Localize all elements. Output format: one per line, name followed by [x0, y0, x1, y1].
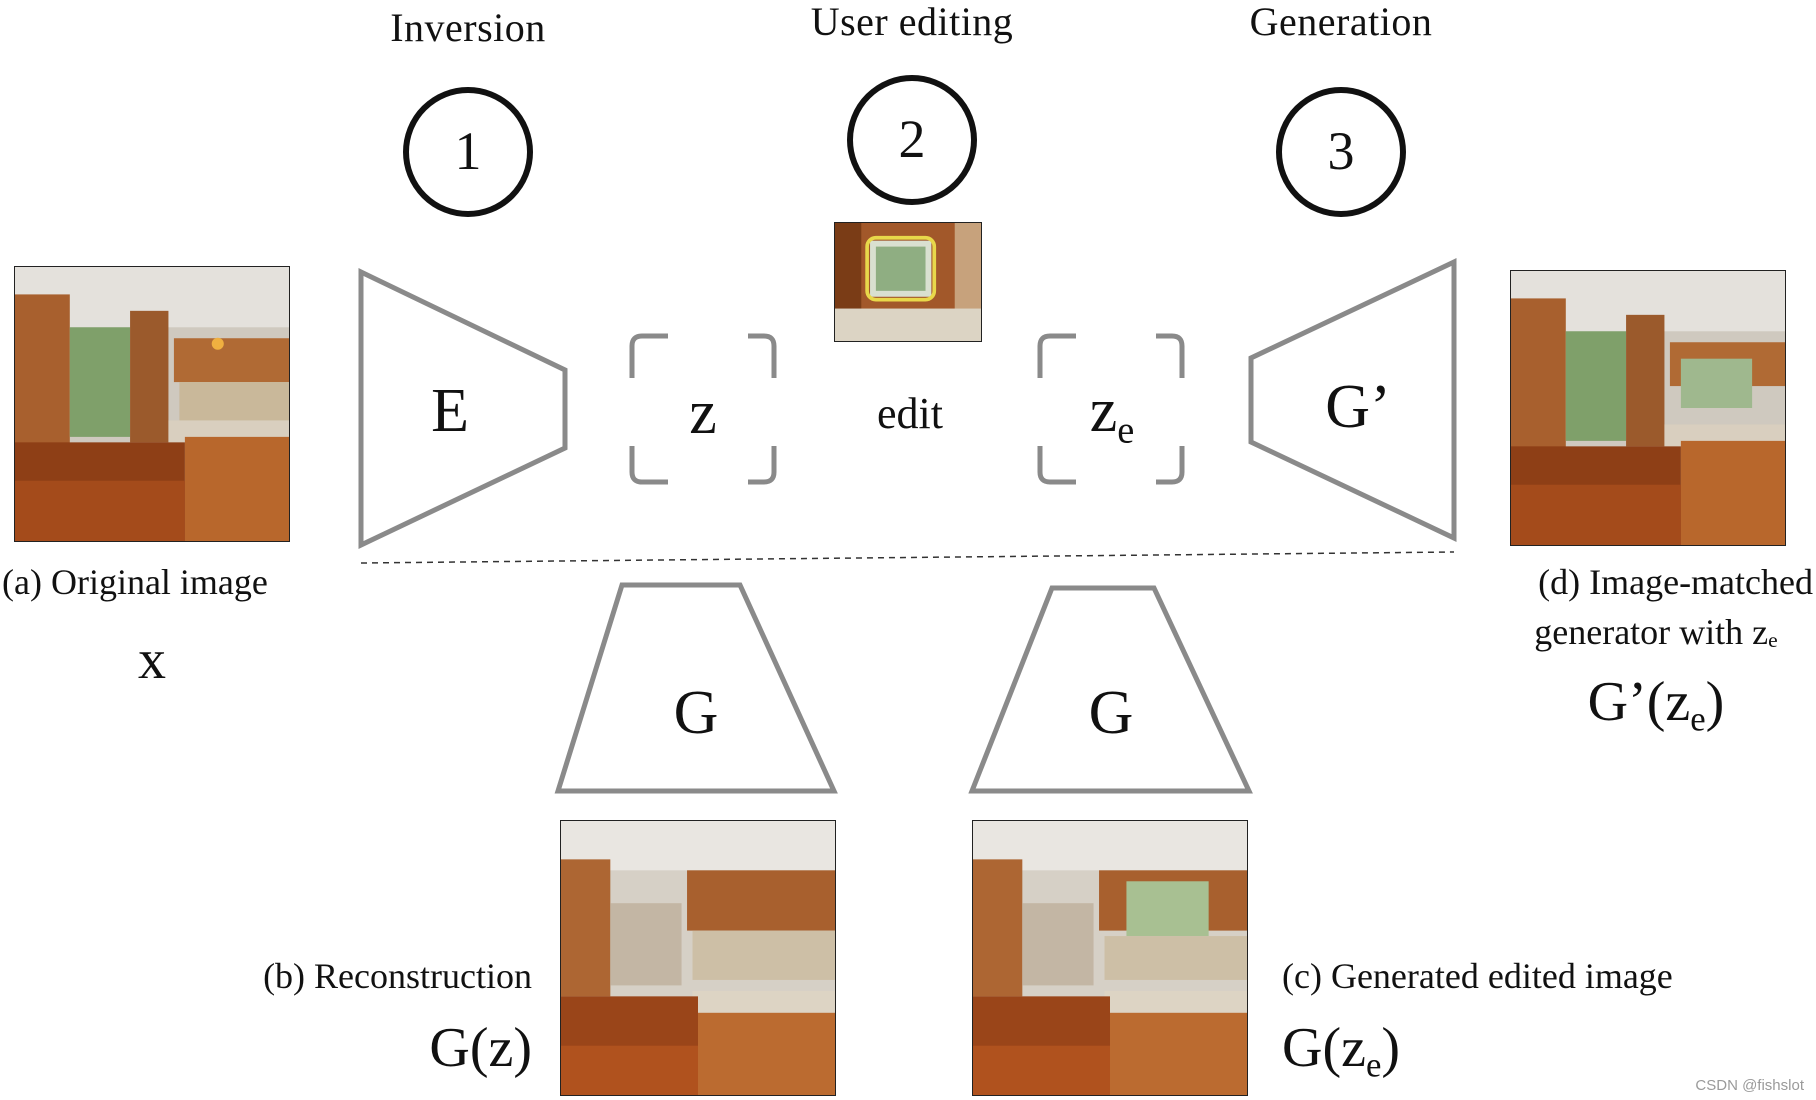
- caption-c: (c) Generated edited image: [1282, 956, 1673, 996]
- kitchen-photo-edit-crop: [835, 223, 981, 341]
- latent-z-label: z: [689, 379, 717, 447]
- edit-label: edit: [877, 389, 943, 438]
- step-label-generation: Generation: [1249, 0, 1433, 44]
- generator-recon-label: G: [673, 679, 719, 747]
- generator-edit-label: G: [1088, 679, 1134, 747]
- generator-matched-label: G’: [1325, 373, 1391, 441]
- latent-z-bracket: [629, 333, 777, 485]
- caption-d-line2: generator with ze: [1534, 612, 1778, 653]
- kitchen-photo-matched: [1511, 271, 1785, 545]
- image-matched-generator: [1510, 270, 1786, 546]
- kitchen-photo-reconstruction: [561, 821, 835, 1095]
- caption-b: (b) Reconstruction: [263, 956, 532, 996]
- step-circle-1: [403, 87, 533, 217]
- symbol-d: G’(ze): [1587, 671, 1725, 739]
- symbol-c: G(ze): [1282, 1017, 1401, 1085]
- caption-d-line1: (d) Image-matched: [1538, 562, 1813, 602]
- step-number-1: 1: [454, 121, 482, 181]
- step-circle-2: [847, 75, 977, 205]
- step-label-user-editing: User editing: [810, 0, 1014, 44]
- step-label-inversion: Inversion: [390, 5, 546, 50]
- step-circle-3: [1276, 87, 1406, 217]
- image-edit-crop: [834, 222, 982, 342]
- image-reconstruction: [560, 820, 836, 1096]
- latent-ze-label: ze: [1089, 377, 1135, 452]
- kitchen-photo-original: [15, 267, 289, 541]
- caption-a: (a) Original image: [2, 562, 268, 602]
- generator-recon-block: [554, 582, 838, 794]
- generator-edit-block: [968, 585, 1253, 794]
- symbol-a: x: [138, 629, 166, 691]
- step-number-2: 2: [898, 109, 926, 169]
- generator-matched-block: [1248, 258, 1457, 542]
- encoder-block: [358, 268, 568, 549]
- image-original: [14, 266, 290, 542]
- latent-ze-bracket: [1037, 333, 1185, 485]
- watermark: CSDN @fishslot: [1695, 1077, 1804, 1094]
- image-generated-edited: [972, 820, 1248, 1096]
- step-number-3: 3: [1327, 121, 1355, 181]
- encoder-label: E: [431, 377, 469, 445]
- dashed-separator: [360, 551, 1455, 564]
- symbol-b: G(z): [429, 1017, 532, 1079]
- kitchen-photo-edited: [973, 821, 1247, 1095]
